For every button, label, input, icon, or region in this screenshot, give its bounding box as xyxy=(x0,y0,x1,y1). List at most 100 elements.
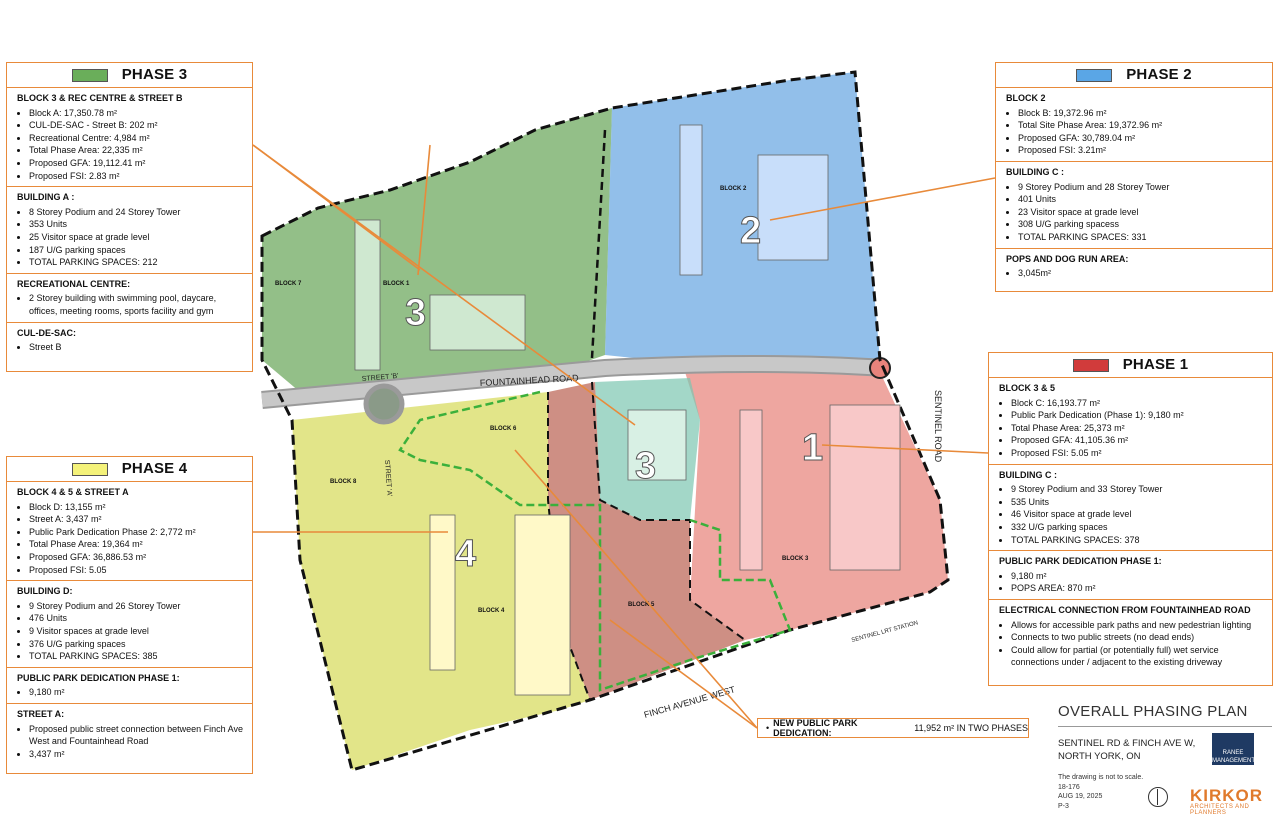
label-sentinel-road: SENTINEL ROAD xyxy=(933,390,943,463)
list-item: Total Phase Area: 25,373 m² xyxy=(1011,422,1266,435)
list-item: Street A: 3,437 m² xyxy=(29,513,246,526)
drawing-date: AUG 19, 2025 xyxy=(1058,793,1103,800)
building-b xyxy=(757,154,829,261)
list-item: Proposed GFA: 36,886.53 m² xyxy=(29,551,246,564)
list-item: 308 U/G parking spacess xyxy=(1018,218,1266,231)
list-item: CUL-DE-SAC - Street B: 202 m² xyxy=(29,119,246,132)
list-item: 25 Visitor space at grade level xyxy=(29,231,246,244)
phase3-panel: PHASE 3 BLOCK 3 & REC CENTRE & STREET B … xyxy=(6,62,253,372)
phase4-swatch xyxy=(71,462,108,476)
phase1-section-2: PUBLIC PARK DEDICATION PHASE 1: 9,180 m²… xyxy=(989,551,1272,600)
label-block8: BLOCK 8 xyxy=(330,479,357,485)
list-item: 476 Units xyxy=(29,612,246,625)
park-dedication-callout: • NEW PUBLIC PARK DEDICATION: 11,952 m² … xyxy=(757,718,1029,738)
phase1-area xyxy=(685,372,948,640)
phase1-section-0: BLOCK 3 & 5 Block C: 16,193.77 m² Public… xyxy=(989,378,1272,465)
address-line-2: NORTH YORK, ON xyxy=(1058,751,1141,762)
label-block6: BLOCK 6 xyxy=(490,426,517,432)
list-item: POPS AREA: 870 m² xyxy=(1011,582,1266,595)
phase-divider xyxy=(591,381,746,641)
section-heading: BUILDING A : xyxy=(17,192,75,203)
label-block3: BLOCK 3 xyxy=(782,556,809,562)
section-heading: BUILDING D: xyxy=(17,586,73,597)
label-block2: BLOCK 2 xyxy=(720,186,747,192)
existing-building-carlton xyxy=(679,124,703,276)
phase3-section-3: CUL-DE-SAC: Street B xyxy=(7,323,252,358)
section-heading: RECREATIONAL CENTRE: xyxy=(17,278,131,289)
building-a xyxy=(429,294,526,351)
phase1-panel: PHASE 1 BLOCK 3 & 5 Block C: 16,193.77 m… xyxy=(988,352,1273,686)
north-arrow-icon xyxy=(1148,787,1168,807)
list-item: 9 Storey Podium and 26 Storey Tower xyxy=(29,600,246,613)
phase3-section-1: BUILDING A : 8 Storey Podium and 24 Stor… xyxy=(7,187,252,274)
list-item: Proposed public street connection betwee… xyxy=(29,723,246,748)
leader-lines xyxy=(252,144,996,729)
list-item: Public Park Dedication (Phase 1): 9,180 … xyxy=(1011,409,1266,422)
phase1-swatch xyxy=(1072,358,1109,372)
list-item: Recreational Centre: 4,984 m² xyxy=(29,132,246,145)
section-heading: PUBLIC PARK DEDICATION PHASE 1: xyxy=(17,672,180,683)
existing-building-mcmaster xyxy=(429,514,456,671)
building-d xyxy=(514,514,571,696)
phase1-section-1: BUILDING C : 9 Storey Podium and 33 Stor… xyxy=(989,465,1272,552)
list-item: Total Phase Area: 19,364 m² xyxy=(29,538,246,551)
list-item: 535 Units xyxy=(1011,496,1266,509)
label-block5: BLOCK 5 xyxy=(628,602,655,608)
phase4-section-0: BLOCK 4 & 5 & STREET A Block D: 13,155 m… xyxy=(7,482,252,582)
phase3-title: PHASE 3 xyxy=(121,65,188,83)
list-item: Proposed FSI: 2.83 m² xyxy=(29,170,246,183)
client-logo: RANEE MANAGEMENT xyxy=(1212,733,1255,765)
phase2-section-2: POPS AND DOG RUN AREA: 3,045m² xyxy=(996,249,1272,284)
section-heading: BLOCK 3 & REC CENTRE & STREET B xyxy=(17,93,183,103)
list-item: TOTAL PARKING SPACES: 385 xyxy=(29,650,246,663)
address-line-1: SENTINEL RD & FINCH AVE W, xyxy=(1058,738,1196,749)
list-item: Street B xyxy=(29,341,246,354)
drawing-title: OVERALL PHASING PLAN xyxy=(1058,703,1248,720)
section-heading: BUILDING C : xyxy=(999,469,1057,480)
list-item: 3,437 m² xyxy=(29,748,246,761)
section-heading: PUBLIC PARK DEDICATION PHASE 1: xyxy=(999,556,1162,567)
label-block1: BLOCK 1 xyxy=(383,281,410,287)
existing-building-princeton xyxy=(354,219,381,371)
list-item: Could allow for partial (or potentially … xyxy=(1011,644,1266,669)
phase-number-2: 2 xyxy=(740,210,761,252)
phase4-section-1: BUILDING D: 9 Storey Podium and 26 Store… xyxy=(7,581,252,668)
list-item: 353 Units xyxy=(29,218,246,231)
label-lrt-station: SENTINEL LRT STATION xyxy=(851,620,919,644)
phase1-section-3: ELECTRICAL CONNECTION FROM FOUNTAINHEAD … xyxy=(989,600,1272,673)
phase2-area xyxy=(605,72,880,368)
phase4-panel: PHASE 4 BLOCK 4 & 5 & STREET A Block D: … xyxy=(6,456,253,774)
title-block: OVERALL PHASING PLAN SENTINEL RD & FINCH… xyxy=(1058,703,1272,811)
list-item: Total Site Phase Area: 19,372.96 m² xyxy=(1018,119,1266,132)
phase3-section-0: BLOCK 3 & REC CENTRE & STREET B Block A:… xyxy=(7,88,252,188)
list-item: 9,180 m² xyxy=(29,686,246,699)
list-item: Block D: 13,155 m² xyxy=(29,501,246,514)
section-heading: POPS AND DOG RUN AREA: xyxy=(1006,253,1129,264)
list-item: Block B: 19,372.96 m² xyxy=(1018,107,1266,120)
list-item: 332 U/G parking spaces xyxy=(1011,521,1266,534)
list-item: Proposed FSI: 5.05 xyxy=(29,564,246,577)
phase2-title: PHASE 2 xyxy=(1126,65,1192,83)
phase4-header: PHASE 4 xyxy=(7,457,252,482)
phase2-panel: PHASE 2 BLOCK 2 Block B: 19,372.96 m² To… xyxy=(995,62,1273,292)
building-c xyxy=(829,404,901,571)
section-heading: BUILDING C : xyxy=(1006,166,1064,177)
cul-de-sac xyxy=(363,383,405,425)
list-item: 3,045m² xyxy=(1018,267,1266,280)
rec-centre xyxy=(627,409,687,481)
list-item: Block C: 16,193.77 m² xyxy=(1011,397,1266,410)
section-heading: STREET A: xyxy=(17,708,65,719)
list-item: 9,180 m² xyxy=(1011,570,1266,583)
list-item: 9 Storey Podium and 33 Storey Tower xyxy=(1011,483,1266,496)
list-item: Proposed GFA: 30,789.04 m² xyxy=(1018,132,1266,145)
list-item: Total Phase Area: 22,335 m² xyxy=(29,144,246,157)
phase4-section-3: STREET A: Proposed public street connect… xyxy=(7,704,252,764)
phase1-header: PHASE 1 xyxy=(989,353,1272,378)
callout-label: NEW PUBLIC PARK DEDICATION: xyxy=(773,718,858,738)
phase-divider xyxy=(547,392,591,701)
list-item: Proposed FSI: 3.21m² xyxy=(1018,144,1266,157)
project-number: 18-176 xyxy=(1058,783,1080,791)
phase3-header: PHASE 3 xyxy=(7,63,252,88)
sheet-number: P-3 xyxy=(1058,802,1069,810)
